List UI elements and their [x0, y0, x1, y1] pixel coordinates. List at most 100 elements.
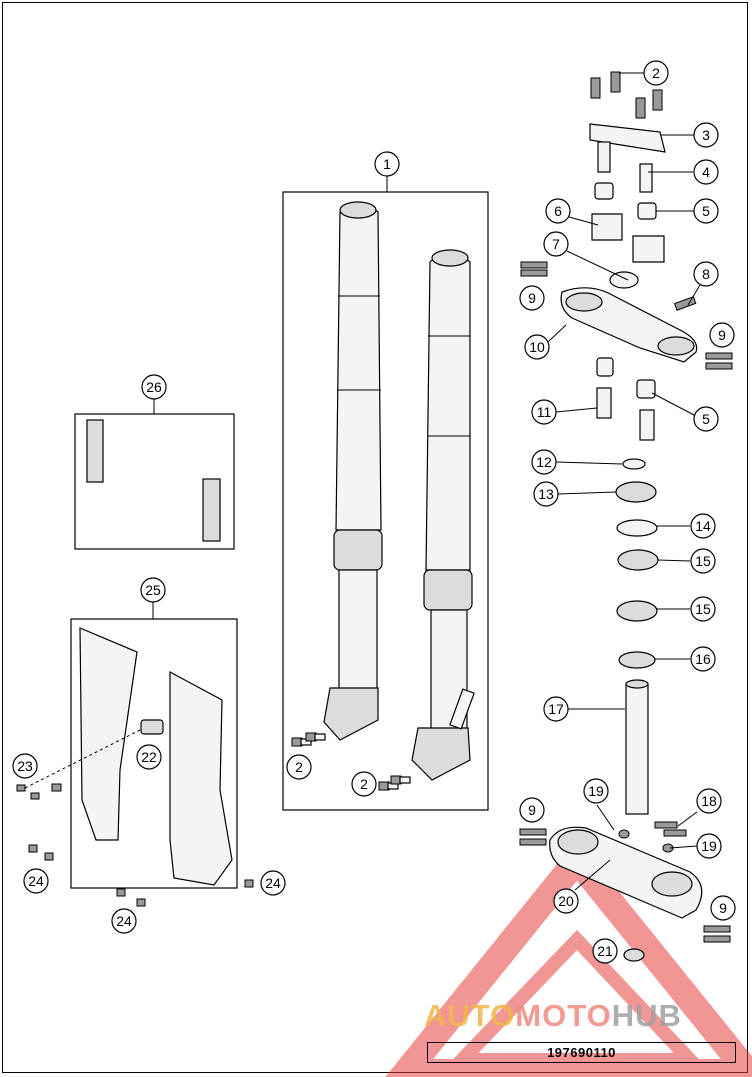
- guard-screws: [16, 729, 254, 907]
- watermark-triangle: [385, 839, 752, 1077]
- svg-text:9: 9: [719, 900, 727, 916]
- callout-24a: 24: [23, 868, 49, 894]
- svg-text:8: 8: [702, 266, 710, 282]
- callout-16: 16: [690, 646, 716, 672]
- callout-5b: 5: [693, 406, 719, 432]
- callout-7: 7: [543, 231, 569, 257]
- callout-9c: 9: [519, 797, 545, 823]
- watermark-moto: MOTO: [515, 998, 612, 1033]
- seal-ring: [616, 519, 658, 537]
- callout-21: 21: [592, 938, 618, 964]
- bearing-lower: [616, 600, 658, 622]
- bolts-fork-right: [378, 775, 411, 791]
- steering-stem: [625, 679, 649, 815]
- svg-text:15: 15: [695, 601, 711, 617]
- callout-9b: 9: [709, 322, 735, 348]
- svg-text:11: 11: [537, 404, 552, 420]
- callout-22: 22: [136, 744, 162, 770]
- svg-text:5: 5: [702, 411, 710, 427]
- svg-text:2: 2: [360, 776, 368, 792]
- callout-5a: 5: [693, 198, 719, 224]
- svg-text:3: 3: [702, 127, 710, 143]
- callout-18: 18: [696, 788, 722, 814]
- callout-24c: 24: [260, 870, 286, 896]
- leader-lines: [152, 72, 701, 891]
- callout-15b: 15: [690, 596, 716, 622]
- callout-19a: 19: [583, 778, 609, 804]
- callout-17: 17: [543, 696, 569, 722]
- document-number: 197690110: [427, 1042, 736, 1063]
- o-ring: [622, 458, 646, 470]
- fork-leg-right: [411, 249, 475, 781]
- fork-guard-right: [169, 670, 233, 886]
- svg-text:9: 9: [718, 327, 726, 343]
- callout-15a: 15: [690, 548, 716, 574]
- fork-leg-left: [323, 201, 383, 741]
- callout-3: 3: [693, 122, 719, 148]
- bushings: [596, 357, 656, 441]
- svg-text:20: 20: [558, 893, 574, 909]
- callout-11: 11: [531, 399, 557, 425]
- watermark-logo-text: AUTOMOTOHUB: [424, 998, 682, 1034]
- svg-text:9: 9: [528, 802, 536, 818]
- callout-12: 12: [531, 449, 557, 475]
- callout-26: 26: [141, 374, 167, 400]
- svg-text:19: 19: [701, 838, 717, 854]
- watermark-hub: HUB: [611, 998, 682, 1033]
- handlebar-clamp-parts: [589, 71, 666, 263]
- callout-9a: 9: [519, 285, 545, 311]
- bolts-9: [519, 261, 733, 943]
- svg-text:26: 26: [146, 379, 162, 395]
- svg-text:5: 5: [702, 203, 710, 219]
- callout-25: 25: [140, 577, 166, 603]
- svg-text:18: 18: [701, 793, 717, 809]
- lower-seal: [618, 651, 656, 669]
- svg-text:14: 14: [695, 518, 711, 534]
- bolts-fork-left: [291, 732, 326, 747]
- callout-14: 14: [690, 513, 716, 539]
- sticker-a: [86, 419, 104, 483]
- svg-text:24: 24: [265, 875, 281, 891]
- stem-nut: [623, 948, 645, 962]
- callout-2b: 2: [286, 754, 312, 780]
- fork-assembly-box: [282, 191, 489, 811]
- callout-10: 10: [524, 334, 550, 360]
- callout-1: 1: [374, 151, 400, 177]
- svg-text:15: 15: [695, 553, 711, 569]
- svg-text:13: 13: [538, 486, 554, 502]
- svg-text:19: 19: [588, 783, 604, 799]
- callout-4: 4: [693, 159, 719, 185]
- svg-text:24: 24: [116, 913, 132, 929]
- svg-text:16: 16: [695, 651, 711, 667]
- guard-clip: [140, 719, 164, 735]
- lower-triple-clamp: [549, 821, 703, 919]
- svg-text:4: 4: [702, 164, 710, 180]
- svg-text:21: 21: [597, 943, 613, 959]
- svg-text:9: 9: [528, 290, 536, 306]
- callout-2c: 2: [351, 771, 377, 797]
- svg-text:7: 7: [552, 236, 560, 252]
- callout-9d: 9: [710, 895, 736, 921]
- svg-text:23: 23: [17, 758, 33, 774]
- svg-text:12: 12: [536, 454, 552, 470]
- callout-20: 20: [553, 888, 579, 914]
- callout-8: 8: [693, 261, 719, 287]
- sticker-b: [202, 478, 221, 542]
- svg-text:22: 22: [141, 749, 157, 765]
- upper-triple-clamp: [560, 271, 698, 363]
- watermark-auto: AUTO: [424, 998, 516, 1033]
- dust-cap: [615, 481, 657, 503]
- bearing-upper: [617, 549, 659, 571]
- svg-text:25: 25: [145, 582, 161, 598]
- callout-24b: 24: [111, 908, 137, 934]
- svg-text:2: 2: [295, 759, 303, 775]
- fork-guard-left: [79, 627, 138, 841]
- callout-6: 6: [545, 198, 571, 224]
- svg-text:6: 6: [554, 203, 562, 219]
- callout-23: 23: [12, 753, 38, 779]
- svg-text:24: 24: [28, 873, 44, 889]
- svg-text:17: 17: [548, 701, 564, 717]
- callout-19b: 19: [696, 833, 722, 859]
